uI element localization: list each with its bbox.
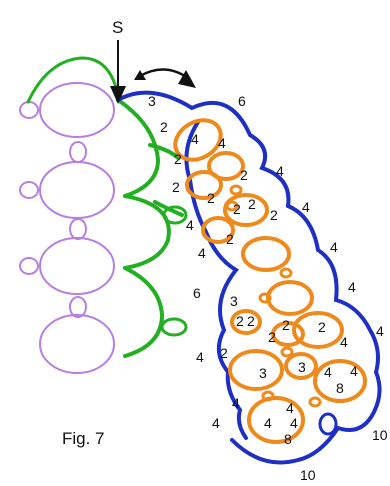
purple-picot <box>19 101 39 119</box>
green-picot <box>160 317 188 337</box>
orange-ring <box>241 236 291 272</box>
orange-joiner <box>225 200 239 212</box>
stitch-count: 2 <box>268 329 276 345</box>
stitch-count: 4 <box>212 415 220 431</box>
stitch-count: 8 <box>336 380 344 396</box>
stitch-count: 4 <box>302 199 310 215</box>
orange-ring <box>313 359 367 403</box>
stitch-count: 2 <box>248 196 256 212</box>
stitch-count: 2 <box>270 207 278 223</box>
orange-joiner <box>261 390 275 402</box>
orange-rings <box>173 118 367 444</box>
orange-joiner <box>229 184 243 196</box>
orange-ring <box>173 118 223 162</box>
purple-picot <box>69 218 87 240</box>
stitch-count: 2 <box>282 317 290 333</box>
orange-ring <box>284 352 318 380</box>
orange-joiner <box>279 267 293 279</box>
green-top-arc <box>26 56 120 104</box>
stitch-count: 6 <box>193 285 201 301</box>
blue-outer-chain <box>116 90 382 465</box>
green-chain <box>123 266 165 358</box>
stitch-count: 6 <box>238 93 246 109</box>
orange-joiner <box>280 346 294 358</box>
orange-ring <box>207 151 245 181</box>
orange-joiner <box>308 396 322 408</box>
stitch-count: 4 <box>264 415 272 431</box>
stitch-count: 4 <box>276 163 284 179</box>
start-arrow <box>110 40 126 104</box>
stitch-count-labels: 3 6 2 4 4 2 4 2 2 2 2 4 2 2 4 2 4 4 4 6 … <box>148 93 388 483</box>
orange-joiner <box>258 292 272 304</box>
stitch-count: 4 <box>196 349 204 365</box>
orange-ring <box>230 309 262 335</box>
green-picot <box>162 205 188 225</box>
purple-picot <box>19 181 39 199</box>
purple-picot <box>69 296 87 318</box>
stitch-count: 2 <box>233 201 241 217</box>
stitch-count: 2 <box>174 151 182 167</box>
stitch-count: 2 <box>207 190 215 206</box>
direction-arrow <box>134 68 196 88</box>
orange-ring <box>201 216 235 244</box>
purple-ring <box>39 161 115 219</box>
stitch-count: 2 <box>236 313 244 329</box>
green-chain <box>123 194 171 270</box>
purple-ring-column <box>19 82 115 374</box>
stitch-count: 8 <box>284 431 292 447</box>
stitch-count: 2 <box>220 345 228 361</box>
orange-ring <box>228 349 284 391</box>
stitch-count: 2 <box>247 313 255 329</box>
green-chains <box>26 56 188 358</box>
stitch-count: 4 <box>286 400 294 416</box>
stitch-count: 3 <box>298 359 306 375</box>
stitch-count: 10 <box>300 467 316 483</box>
blue-picot <box>318 412 338 436</box>
stitch-count: 4 <box>350 363 358 379</box>
stitch-count: 3 <box>148 93 156 109</box>
purple-ring <box>39 82 115 138</box>
stitch-count: 2 <box>240 167 248 183</box>
green-chain <box>116 98 161 198</box>
stitch-count: 4 <box>186 217 194 233</box>
purple-ring <box>39 314 115 374</box>
stitch-count: 4 <box>191 131 199 147</box>
stitch-count: 10 <box>372 427 388 443</box>
orange-ring <box>185 170 223 200</box>
orange-ring <box>266 280 314 316</box>
orange-ring <box>223 193 269 227</box>
blue-chain <box>116 90 382 465</box>
stitch-count: 2 <box>226 231 234 247</box>
orange-ring <box>292 311 344 349</box>
stitch-count: 4 <box>376 323 384 339</box>
stitch-count: 4 <box>218 135 226 151</box>
orange-ring <box>247 396 305 444</box>
purple-picot <box>69 141 87 163</box>
orange-ring <box>271 321 305 347</box>
stitch-count: 4 <box>348 279 356 295</box>
figure-caption: Fig. 7 <box>62 429 105 448</box>
stitch-count: 2 <box>318 319 326 335</box>
purple-ring <box>39 237 115 295</box>
stitch-count: 4 <box>198 245 206 261</box>
stitch-count: 2 <box>160 119 168 135</box>
blue-inner-chain <box>184 120 248 440</box>
stitch-count: 4 <box>340 334 348 350</box>
stitch-count: 4 <box>324 364 332 380</box>
green-stem <box>148 143 180 160</box>
stitch-count: 4 <box>330 239 338 255</box>
start-marker-label: S <box>112 18 123 37</box>
stitch-count: 4 <box>232 395 240 411</box>
stitch-count: 3 <box>259 365 267 381</box>
stitch-count: 2 <box>172 179 180 195</box>
stitch-count: 4 <box>290 415 298 431</box>
stitch-count: 3 <box>230 293 238 309</box>
purple-picot <box>19 257 39 275</box>
